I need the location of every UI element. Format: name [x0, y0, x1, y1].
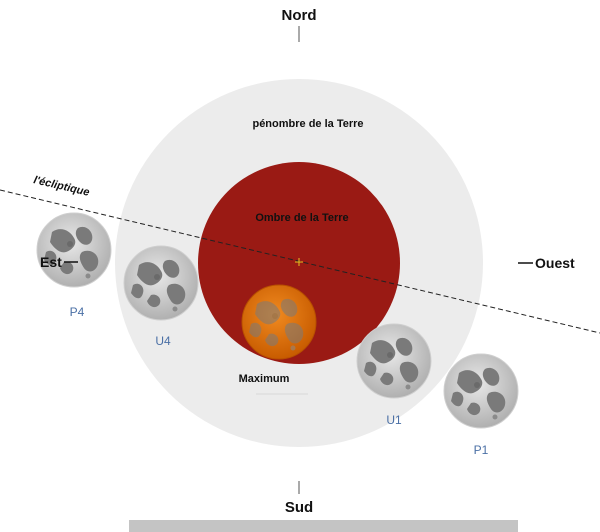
umbra-label: Ombre de la Terre — [255, 212, 348, 224]
contact-label-P4: P4 — [70, 305, 85, 319]
moon-P1 — [443, 353, 519, 429]
moon-U1 — [356, 323, 432, 399]
moon-maximum — [241, 284, 317, 360]
moon-P4 — [36, 212, 112, 288]
east-label: Est — [40, 254, 62, 270]
moon-U4 — [123, 245, 199, 321]
contact-label-U1: U1 — [386, 413, 402, 427]
maximum-label: Maximum — [239, 373, 290, 385]
bottom-bar — [129, 520, 518, 532]
north-label: Nord — [282, 7, 317, 24]
west-label: Ouest — [535, 255, 575, 271]
contact-label-P1: P1 — [474, 443, 489, 457]
ecliptic-label: l'écliptique — [32, 174, 90, 199]
contact-label-U4: U4 — [155, 334, 171, 348]
penumbra-label: pénombre de la Terre — [252, 118, 363, 130]
south-label: Sud — [285, 499, 313, 516]
earth-shadow-center-mark — [295, 258, 303, 266]
